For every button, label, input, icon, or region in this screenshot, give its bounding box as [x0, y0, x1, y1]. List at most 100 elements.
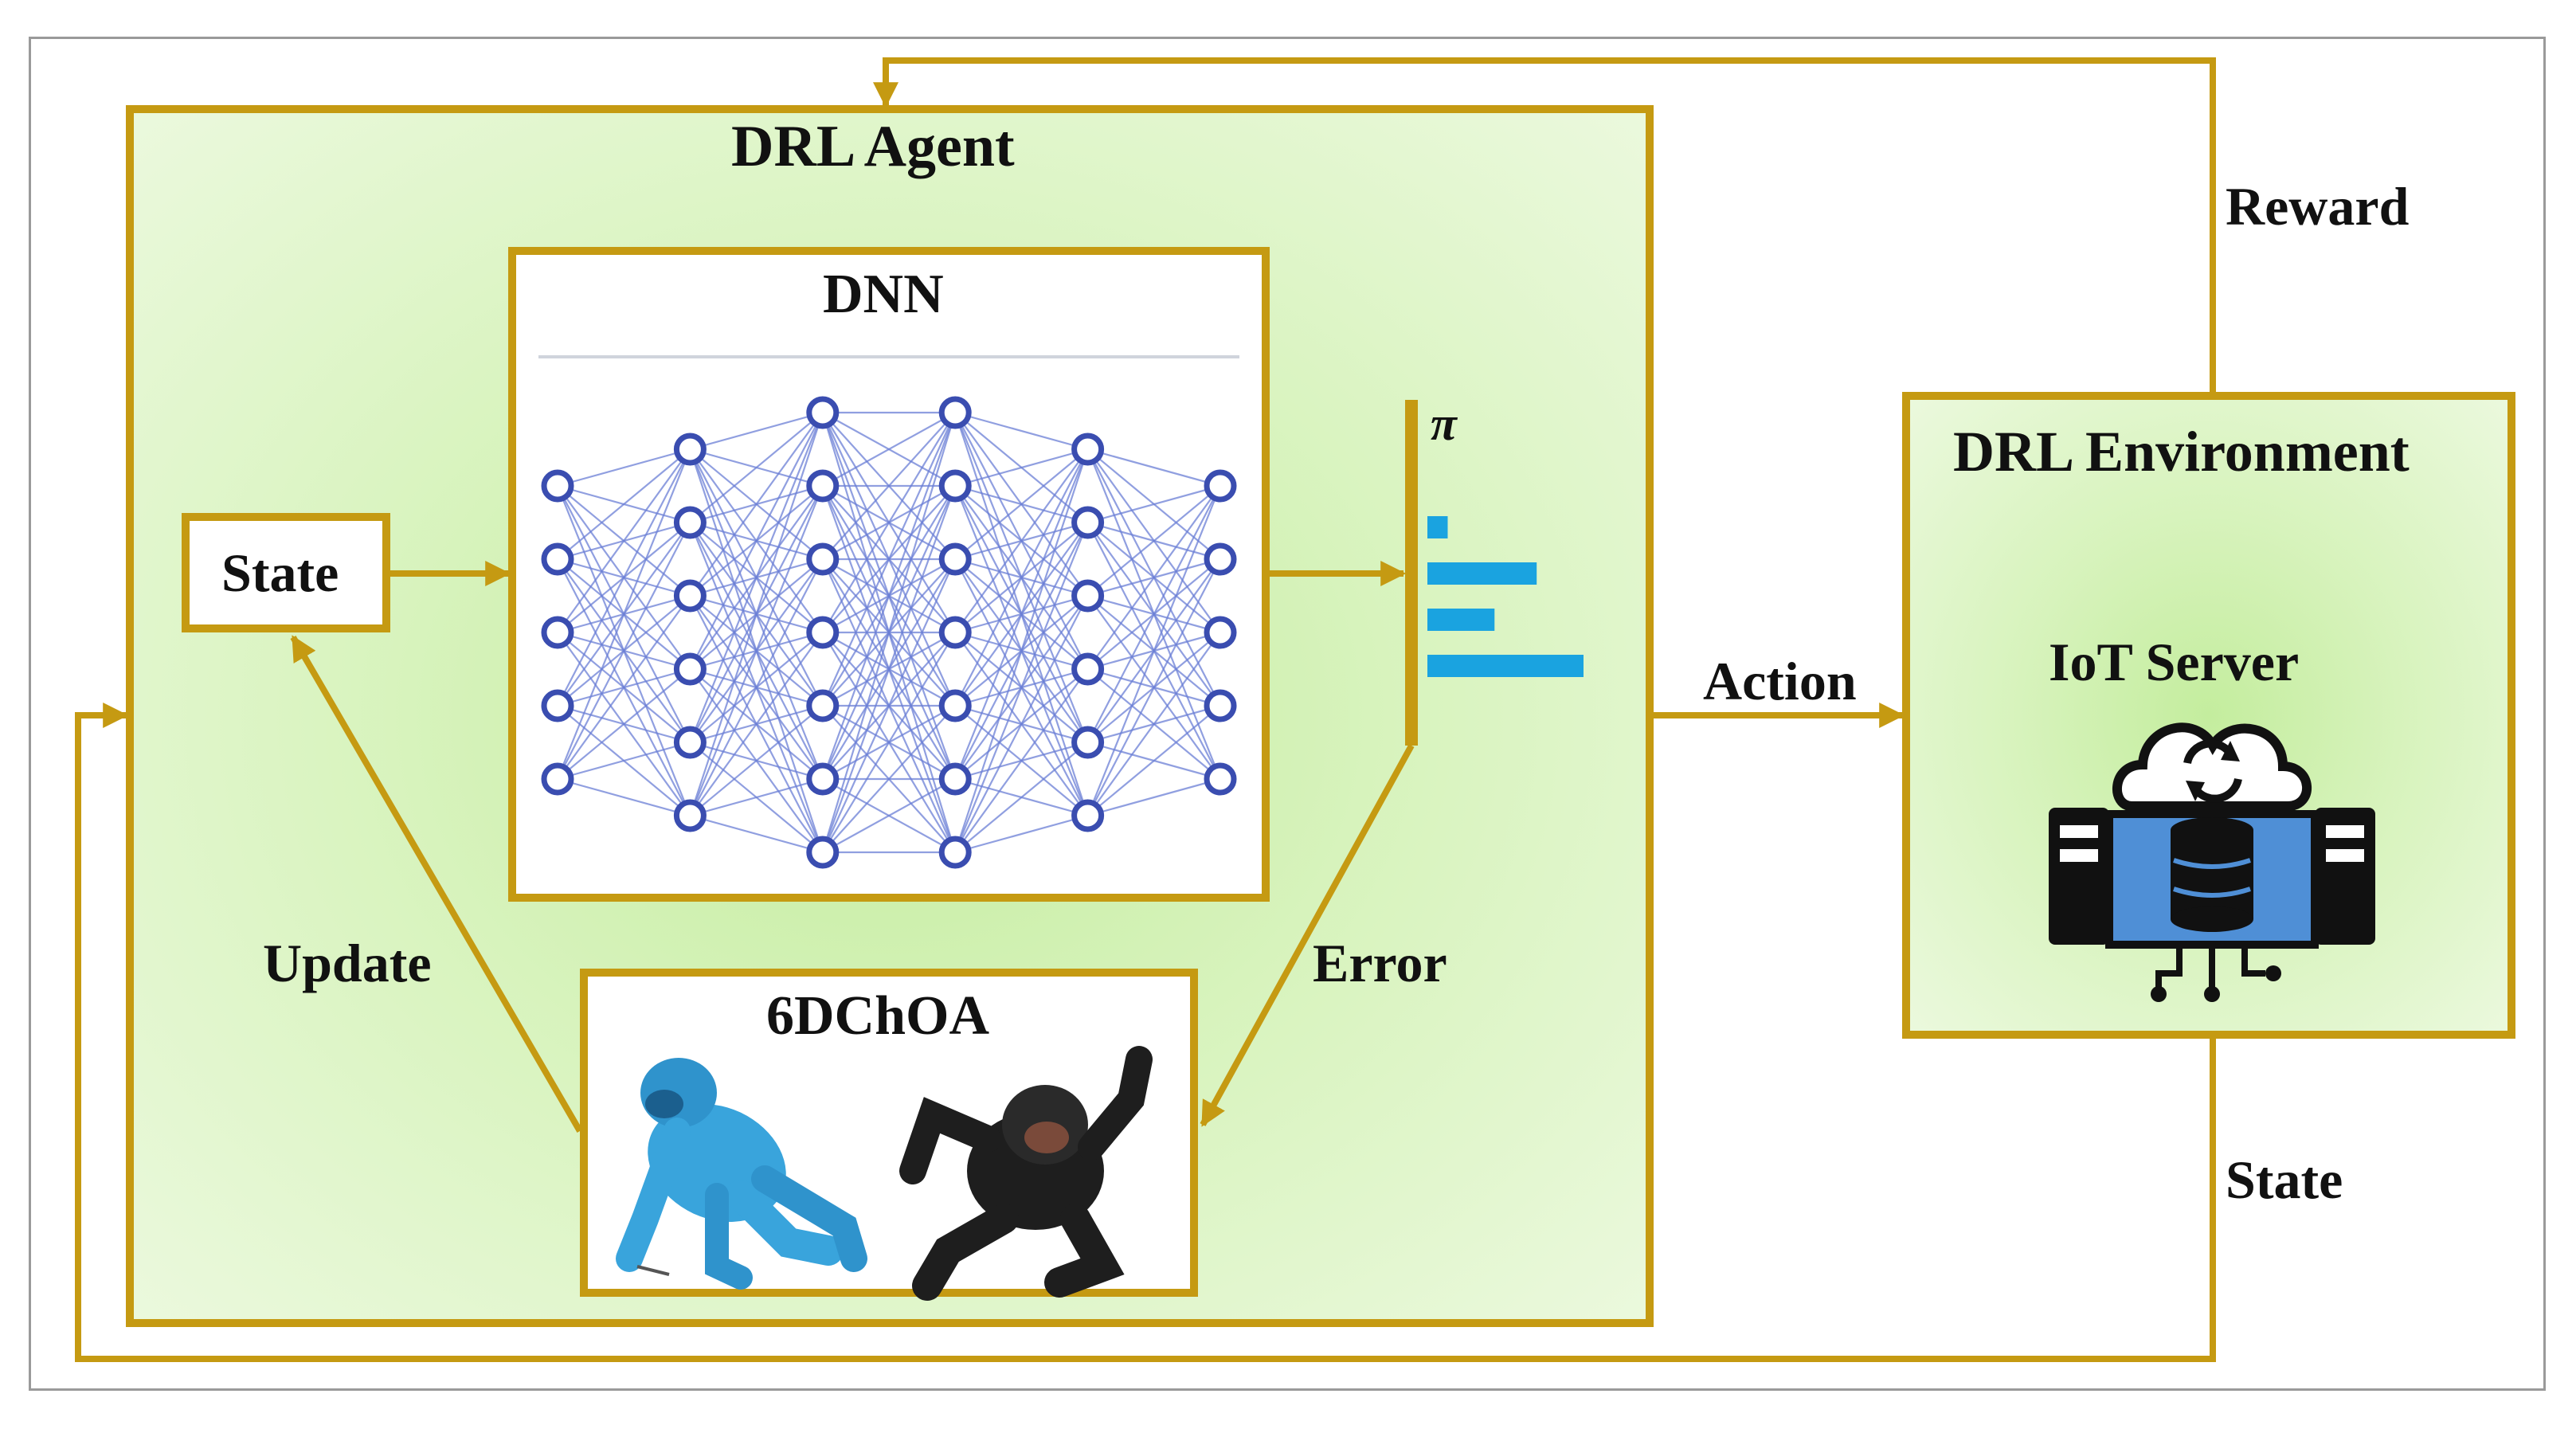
- nn-connection: [821, 705, 957, 853]
- nn-neuron: [1071, 579, 1105, 613]
- nn-neuron: [673, 799, 707, 832]
- nn-connection: [954, 448, 1089, 853]
- policy-bar: [1427, 516, 1448, 538]
- state-feedback-arrow: [75, 703, 2216, 1362]
- nn-neuron: [938, 689, 972, 722]
- nn-edges: [556, 411, 1222, 854]
- nn-neuron: [541, 542, 574, 576]
- nn-connection: [689, 412, 824, 816]
- policy-bar: [1427, 609, 1495, 631]
- policy-symbol: π: [1431, 397, 1457, 450]
- state-box-label: State: [221, 542, 339, 603]
- nn-connection: [1086, 632, 1221, 816]
- nn-connection: [557, 522, 691, 780]
- nn-connection: [954, 448, 1088, 487]
- nn-connection: [1087, 448, 1221, 487]
- nn-neuron: [938, 542, 972, 576]
- nn-connection: [822, 778, 956, 853]
- nn-neuron: [938, 396, 972, 429]
- error-label: Error: [1313, 933, 1447, 993]
- policy-bar: [1427, 655, 1584, 677]
- nn-connection: [954, 668, 1089, 853]
- nn-connection: [1086, 485, 1222, 816]
- nn-neuron: [1071, 726, 1105, 759]
- nn-connection: [690, 411, 824, 451]
- nn-neuron: [1071, 652, 1105, 686]
- nn-connection: [556, 448, 691, 780]
- figure-frame: [29, 37, 2546, 1391]
- nn-neuron: [938, 469, 972, 503]
- nn-connection: [689, 485, 824, 816]
- optimizer-title: 6DChOA: [766, 985, 990, 1047]
- nn-connection: [557, 448, 691, 707]
- nn-neuron: [673, 652, 707, 686]
- nn-connection: [689, 705, 824, 816]
- nn-neuron: [1204, 762, 1237, 796]
- nn-connection: [557, 448, 691, 633]
- nn-connection: [954, 814, 1088, 854]
- policy-bars: [1427, 516, 1584, 677]
- state-feedback-label: State: [2226, 1149, 2343, 1210]
- nn-connection: [821, 558, 957, 853]
- nn-neuron: [806, 762, 840, 796]
- nn-connection: [557, 448, 691, 487]
- nn-connection: [690, 777, 824, 817]
- nn-connection: [821, 412, 957, 707]
- nn-neuron: [938, 616, 972, 649]
- nn-neuron: [673, 506, 707, 539]
- nn-connection: [954, 448, 1089, 707]
- nn-connection: [689, 632, 824, 816]
- nn-neuron: [806, 469, 840, 503]
- nn-connection: [689, 412, 824, 523]
- nn-connection: [954, 411, 1088, 451]
- nn-connection: [954, 595, 1089, 853]
- nn-connection: [689, 412, 824, 743]
- action-label: Action: [1703, 651, 1857, 711]
- nn-neuron: [541, 469, 574, 503]
- nn-neuron: [541, 616, 574, 649]
- nn-connection: [1087, 777, 1221, 817]
- nn-neuron: [938, 762, 972, 796]
- nn-connection: [821, 412, 957, 633]
- nn-connection: [690, 814, 824, 854]
- nn-connection: [1086, 485, 1221, 597]
- agent-title: DRL Agent: [731, 114, 1015, 179]
- nn-connection: [1086, 485, 1221, 670]
- nn-connection: [954, 448, 1089, 560]
- policy-bar: [1427, 562, 1537, 585]
- state-box: [182, 513, 390, 632]
- black-chimpanzee-icon: [899, 1046, 1153, 1301]
- nn-connection: [954, 448, 1089, 633]
- nn-connection: [821, 485, 957, 853]
- nn-connection: [689, 412, 824, 670]
- nn-neuron: [938, 836, 972, 869]
- nn-neuron: [1204, 689, 1237, 722]
- update-arrow: [290, 635, 583, 1133]
- nn-neuron: [806, 616, 840, 649]
- nn-connection: [954, 448, 1089, 780]
- nn-neuron: [673, 726, 707, 759]
- nn-connection: [821, 632, 957, 853]
- reward-label: Reward: [2226, 176, 2410, 237]
- nn-connection: [821, 412, 957, 780]
- update-label: Update: [263, 933, 432, 993]
- nn-neuron: [1204, 616, 1237, 649]
- blue-chimpanzee-icon: [616, 1058, 867, 1290]
- iot-server-icon: [2049, 722, 2375, 1002]
- nn-neuron: [673, 579, 707, 613]
- nn-neuron: [673, 433, 707, 466]
- nn-neuron: [806, 396, 840, 429]
- nn-neuron: [1204, 542, 1237, 576]
- nn-connection: [1086, 558, 1221, 816]
- nn-connection: [821, 412, 957, 560]
- environment-title: DRL Environment: [1953, 420, 2410, 484]
- nn-neuron: [806, 542, 840, 576]
- nn-connection: [954, 742, 1089, 853]
- nn-neuron: [1204, 469, 1237, 503]
- nn-connection: [954, 522, 1089, 853]
- nn-connection: [1086, 485, 1221, 743]
- nn-connection: [557, 741, 691, 781]
- nn-connection: [557, 595, 691, 780]
- nn-connection: [1087, 484, 1221, 524]
